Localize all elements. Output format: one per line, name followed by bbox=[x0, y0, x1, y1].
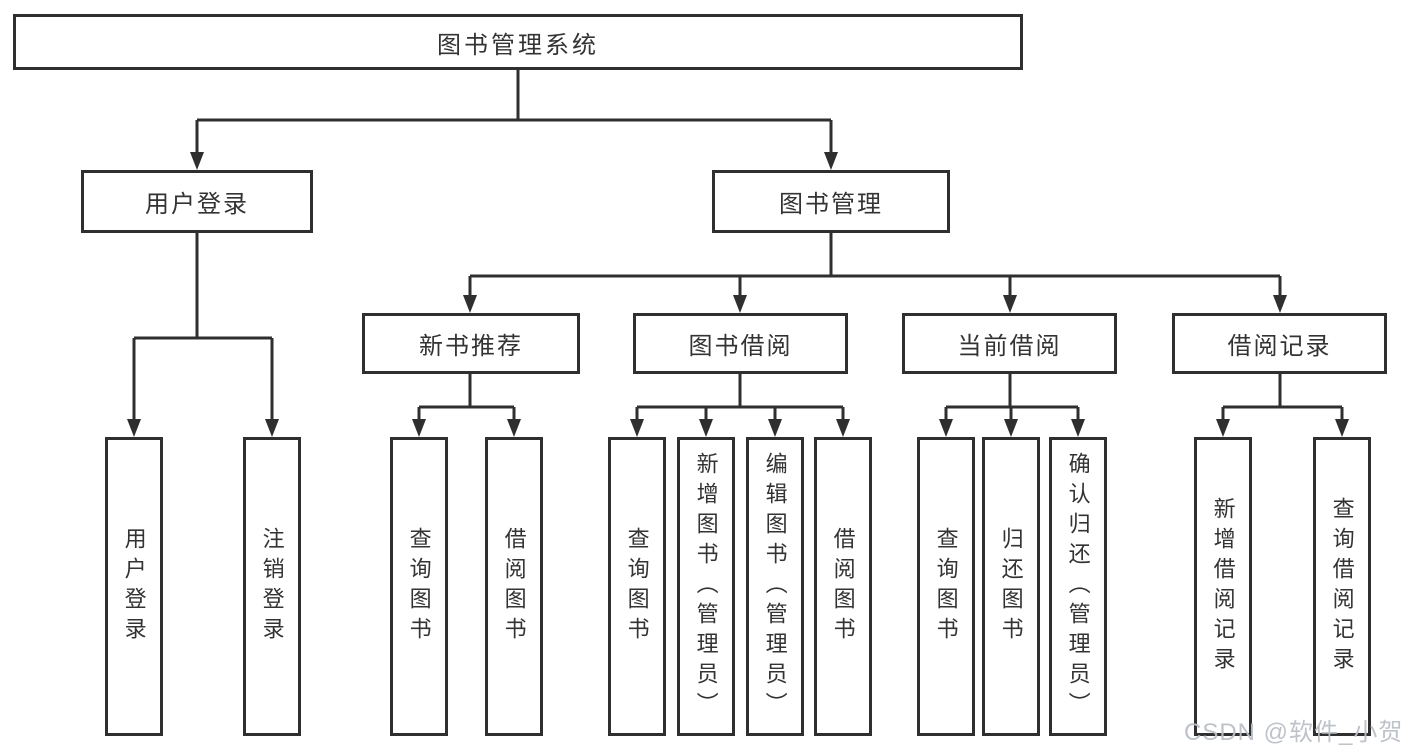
csdn-watermark: CSDN @软件_小贺同学 bbox=[1184, 719, 1405, 746]
leaf-edit-books-admin: 编辑图书（管理员） bbox=[746, 437, 804, 736]
leaf-add-books-admin-label: 新增图书（管理员） bbox=[693, 451, 719, 722]
leaf-query-borrow-record: 查询借阅记录 bbox=[1313, 437, 1371, 736]
leaf-borrow-books-recommend-label: 借阅图书 bbox=[501, 526, 527, 647]
leaf-query-borrow-record-label: 查询借阅记录 bbox=[1329, 496, 1355, 677]
node-book-management-branch: 图书管理 bbox=[712, 170, 950, 233]
node-book-borrowing: 图书借阅 bbox=[633, 313, 848, 374]
leaf-borrow-books: 借阅图书 bbox=[814, 437, 872, 736]
leaf-user-login: 用户登录 bbox=[105, 437, 163, 736]
leaf-logout-label: 注销登录 bbox=[259, 526, 285, 647]
leaf-add-books-admin: 新增图书（管理员） bbox=[677, 437, 735, 736]
node-user-login-branch: 用户登录 bbox=[81, 170, 313, 233]
leaf-return-books-label: 归还图书 bbox=[998, 526, 1024, 647]
node-new-book-recommendation: 新书推荐 bbox=[362, 313, 580, 374]
leaf-confirm-return-admin-label: 确认归还（管理员） bbox=[1065, 451, 1091, 722]
leaf-query-books-current-label: 查询图书 bbox=[933, 526, 959, 647]
leaf-borrow-books-recommend: 借阅图书 bbox=[485, 437, 543, 736]
leaf-query-books-borrow-label: 查询图书 bbox=[624, 526, 650, 647]
leaf-borrow-books-label: 借阅图书 bbox=[830, 526, 856, 647]
node-current-borrowing: 当前借阅 bbox=[902, 313, 1117, 374]
leaf-add-borrow-record-label: 新增借阅记录 bbox=[1210, 496, 1236, 677]
leaf-user-login-label: 用户登录 bbox=[121, 526, 147, 647]
leaf-query-books-recommend-label: 查询图书 bbox=[406, 526, 432, 647]
leaf-edit-books-admin-label: 编辑图书（管理员） bbox=[762, 451, 788, 722]
leaf-return-books: 归还图书 bbox=[982, 437, 1040, 736]
leaf-query-books-recommend: 查询图书 bbox=[390, 437, 448, 736]
node-borrowing-records: 借阅记录 bbox=[1172, 313, 1387, 374]
node-library-management-system: 图书管理系统 bbox=[13, 14, 1023, 70]
leaf-confirm-return-admin: 确认归还（管理员） bbox=[1049, 437, 1107, 736]
leaf-query-books-borrow: 查询图书 bbox=[608, 437, 666, 736]
leaf-add-borrow-record: 新增借阅记录 bbox=[1194, 437, 1252, 736]
leaf-logout: 注销登录 bbox=[243, 437, 301, 736]
leaf-query-books-current: 查询图书 bbox=[917, 437, 975, 736]
